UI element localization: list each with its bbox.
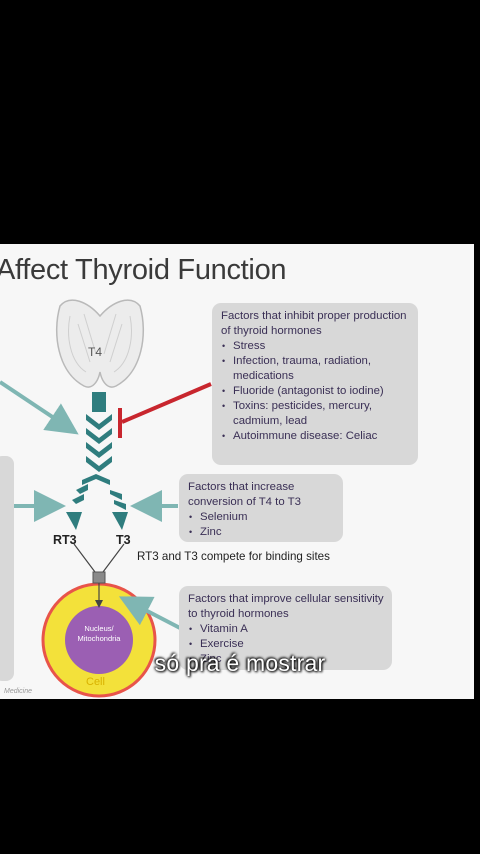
- sensitivity-list: Vitamin A Exercise Zinc: [188, 622, 384, 667]
- list-item: Zinc: [188, 525, 335, 540]
- inhibit-heading: Factors that inhibit proper production o…: [221, 310, 407, 337]
- compete-label: RT3 and T3 compete for binding sites: [137, 550, 330, 563]
- nucleus-label: Nucleus/ Mitochondria: [77, 624, 121, 643]
- nucleus-circle: [65, 606, 133, 674]
- list-item: Selenium: [188, 510, 335, 525]
- list-item: Autoimmune disease: Celiac: [221, 429, 410, 444]
- list-item: Vitamin A: [188, 622, 384, 637]
- input-arrow-top: [0, 380, 79, 435]
- thyroid-gland-icon: [55, 299, 145, 388]
- t4-label: T4: [88, 345, 103, 359]
- t4-chevrons: [86, 414, 112, 472]
- conversion-factors-box: Factors that increase conversion of T4 t…: [179, 474, 343, 542]
- t4-stem: [92, 392, 106, 412]
- split-chevrons: [66, 474, 128, 530]
- conversion-list: Selenium Zinc: [188, 510, 335, 540]
- slide: Affect Thyroid Function: [0, 244, 474, 699]
- list-item: Exercise: [188, 637, 384, 652]
- list-item: Toxins: pesticides, mercury, cadmium, le…: [221, 399, 410, 429]
- conversion-heading: Factors that increase conversion of T4 t…: [188, 481, 301, 508]
- list-item: Stress: [221, 339, 410, 354]
- list-item: Zinc: [188, 652, 384, 667]
- slide-title: Affect Thyroid Function: [0, 254, 287, 286]
- receptor-icon: [92, 571, 106, 584]
- cell-label: Cell: [86, 676, 105, 688]
- sensitivity-factors-box: Factors that improve cellular sensitivit…: [179, 586, 392, 670]
- inhibit-list: Stress Infection, trauma, radiation, med…: [221, 339, 410, 444]
- sensitivity-heading: Factors that improve cellular sensitivit…: [188, 593, 384, 620]
- list-item: Infection, trauma, radiation, medication…: [221, 354, 410, 384]
- inhibit-line: [118, 382, 212, 438]
- inhibit-factors-box: Factors that inhibit proper production o…: [212, 303, 418, 465]
- diagram-art: [0, 299, 212, 698]
- t3-label: T3: [116, 533, 131, 547]
- left-panel: [0, 456, 14, 681]
- video-caption: só pra é mostrar: [154, 650, 326, 676]
- list-item: Fluoride (antagonist to iodine): [221, 384, 410, 399]
- footer-source: Medicine: [4, 688, 33, 695]
- rt3-label: RT3: [53, 533, 77, 547]
- input-arrow-cell: [118, 596, 181, 630]
